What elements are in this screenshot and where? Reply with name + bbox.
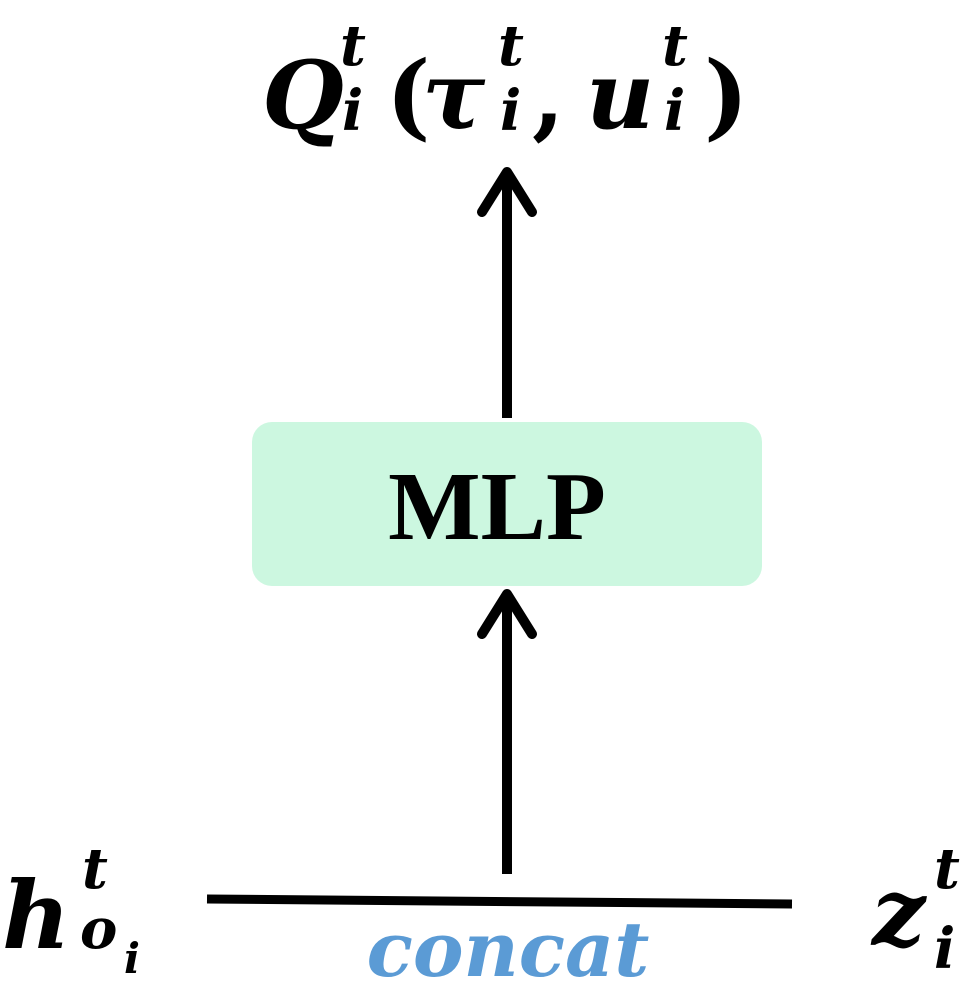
right-input-superscript: t (934, 836, 960, 902)
output-arg1: τ (422, 41, 486, 151)
right-input-base: z (870, 858, 927, 968)
right-input-subscript: i (934, 916, 955, 982)
upper-arrow-head (477, 167, 537, 217)
output-symbol: Q (262, 41, 344, 151)
output-label: Q t i ( τ t i , u t i ) (262, 13, 748, 151)
output-arg2-superscript: t (662, 13, 688, 79)
output-arg1-subscript: i (500, 78, 521, 144)
left-input-base: h (2, 861, 70, 971)
upper-arrow (477, 167, 537, 418)
lower-arrow-head (477, 589, 537, 639)
output-arg2-subscript: i (664, 78, 685, 144)
right-input-label: z t i (870, 836, 960, 982)
output-open-paren: ( (386, 41, 430, 151)
concat-label: concat (367, 905, 650, 987)
output-arg1-superscript: t (498, 13, 524, 79)
left-input-subsubscript: i (124, 934, 140, 983)
left-input-label: h t o i (2, 836, 140, 983)
mlp-label: MLP (388, 453, 606, 561)
output-arg2: u (586, 41, 654, 151)
output-symbol-subscript: i (342, 78, 363, 144)
output-symbol-superscript: t (340, 13, 366, 79)
mlp-block: MLP (252, 422, 762, 586)
left-input-superscript: t (82, 836, 108, 902)
mlp-box (252, 422, 762, 586)
output-close-paren: ) (704, 41, 748, 151)
output-comma: , (532, 41, 565, 151)
lower-arrow (477, 589, 537, 874)
left-input-subscript: o (80, 896, 117, 962)
concat-line (206, 894, 793, 909)
